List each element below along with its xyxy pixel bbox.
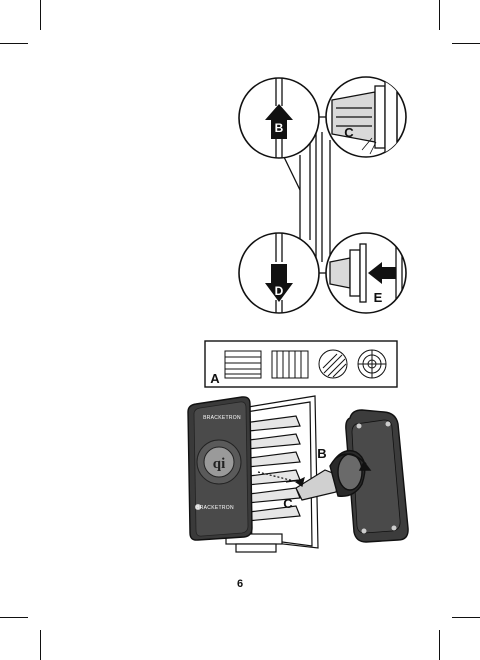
- round-diagonal-vent-icon: [319, 350, 347, 378]
- callout-b-bottom: B: [317, 446, 326, 461]
- detail-circle-e: E: [326, 233, 406, 313]
- horizontal-vent-icon: [225, 351, 261, 378]
- qi-logo: qi: [213, 456, 226, 472]
- magnetic-mount-head: [330, 410, 408, 542]
- callout-c-top: C: [344, 125, 354, 140]
- vent-types-panel: A: [205, 341, 397, 387]
- callout-e: E: [374, 290, 383, 305]
- mount-assembly-figure: BRACKETRON qi BRACKETRON B: [188, 396, 408, 552]
- brand-footer-label: BRACKETRON: [196, 505, 234, 511]
- callout-a: A: [210, 371, 220, 386]
- vent-clip-figure: B C: [239, 77, 406, 315]
- callout-c-bottom: C: [283, 496, 293, 511]
- detail-circle-c: C: [326, 77, 406, 157]
- brand-label: BRACKETRON: [203, 415, 241, 421]
- detail-circle-b: B: [239, 78, 319, 160]
- wireless-charger-plate: BRACKETRON qi BRACKETRON: [188, 397, 252, 540]
- callout-d: D: [275, 284, 284, 298]
- callout-b-top: B: [275, 121, 284, 135]
- detail-circle-d: D: [239, 233, 319, 315]
- vertical-vent-icon: [272, 351, 308, 378]
- round-concentric-vent-icon: [358, 350, 386, 378]
- page-number: 6: [0, 578, 480, 590]
